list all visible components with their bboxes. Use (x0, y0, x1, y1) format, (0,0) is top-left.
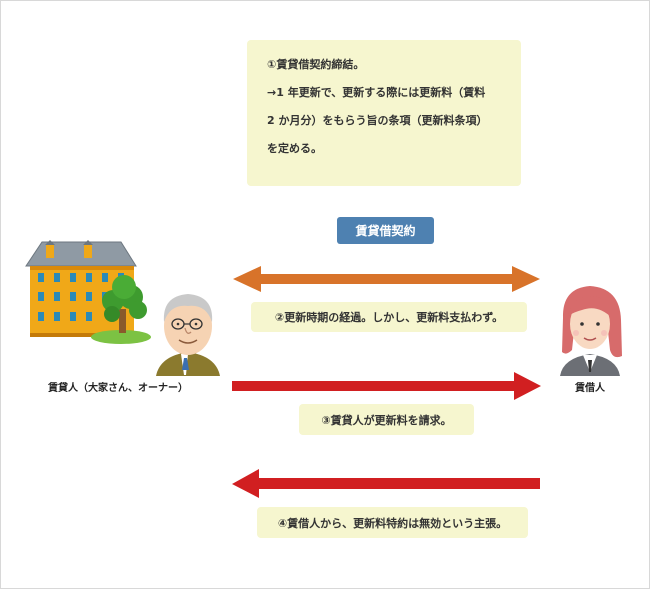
tree-icon (91, 275, 151, 344)
lessor-label: 賃貸人（大家さん、オーナー） (48, 383, 188, 394)
step3-note: ③賃貸人が更新料を請求。 (299, 404, 474, 435)
contract-note: ①賃貸借契約締結。 →1 年更新で、更新する際には更新料（賃料 2 か月分）をも… (247, 40, 521, 186)
arrow-step4-left (232, 469, 540, 498)
arrow-step2-bidirectional (233, 266, 540, 292)
contract-note-line-2: →1 年更新で、更新する際には更新料（賃料 (267, 86, 486, 99)
lessee-label: 賃借人 (575, 383, 605, 394)
contract-tag: 賃貸借契約 (337, 217, 434, 244)
step2-note: ②更新時期の経過。しかし、更新料支払わず。 (251, 302, 527, 332)
lessor-avatar-icon (156, 294, 220, 376)
lessee-avatar-icon (560, 286, 622, 376)
contract-note-line-4: を定める。 (267, 142, 322, 155)
step4-note: ④賃借人から、更新料特約は無効という主張。 (257, 507, 528, 538)
contract-note-line-3: 2 か月分）をもらう旨の条項（更新料条項） (267, 114, 488, 127)
arrow-step3-right (232, 372, 541, 400)
contract-note-line-1: ①賃貸借契約締結。 (267, 58, 365, 71)
